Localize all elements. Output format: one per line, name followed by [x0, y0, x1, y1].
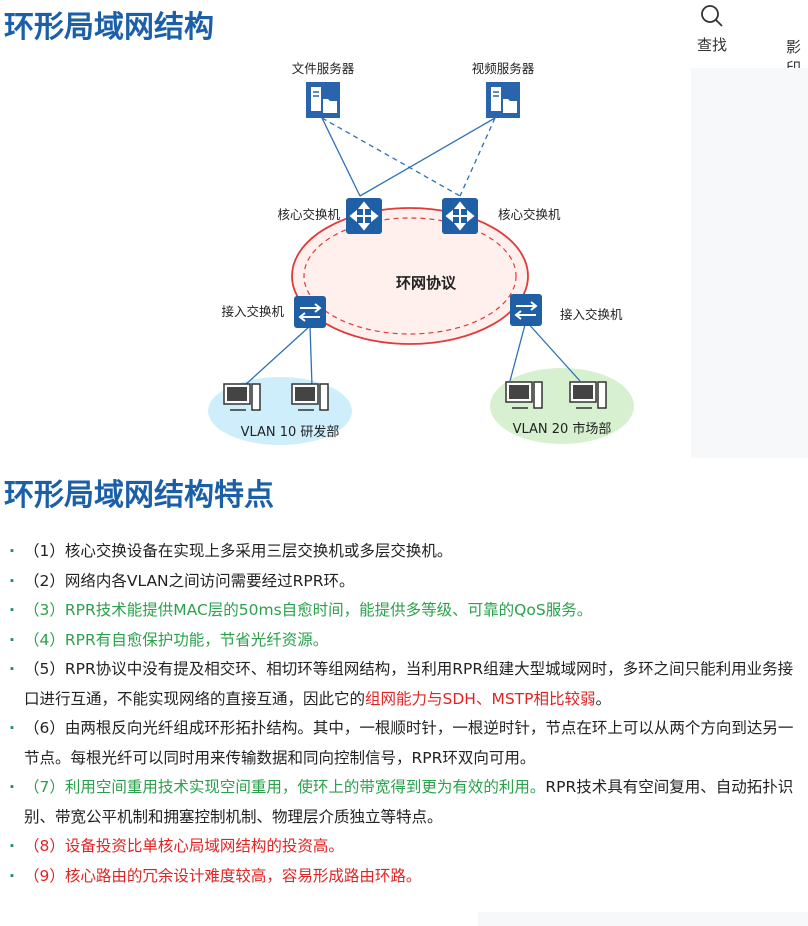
section-title: 环形局域网结构特点	[4, 478, 274, 513]
list-item: · （8）设备投资比单核心局域网结构的投资高。	[0, 832, 808, 862]
list-item: · （1）核心交换设备在实现上多采用三层交换机或多层交换机。	[0, 537, 808, 567]
list-item-text: （5）RPR协议中没有提及相交环、相切环等组网结构，当利用RPR组建大型城域网时…	[24, 660, 794, 708]
list-item: · （4）RPR有自愈保护功能，节省光纤资源。	[0, 626, 808, 656]
computer-icon	[505, 381, 543, 409]
ring-protocol-label: 环网协议	[396, 274, 457, 292]
ring-inner	[303, 217, 517, 335]
list-item-text: （4）RPR有自愈保护功能，节省光纤资源。	[24, 630, 329, 649]
search-button[interactable]: 查找	[697, 4, 727, 55]
page-title: 环形局域网结构	[4, 10, 214, 45]
bullet-icon: ·	[9, 571, 15, 590]
computer-icon	[223, 383, 261, 411]
core-switch-left-icon	[346, 198, 382, 234]
bullet-icon: ·	[9, 778, 15, 796]
search-icon	[701, 5, 723, 27]
core-switch-left-label: 核心交换机	[277, 207, 340, 222]
ring-topology-diagram: 文件服务器 视频服务器 核心交换机 核心交换机 环网协议 接入交换机 接入交换机…	[208, 61, 634, 445]
access-switch-left-label: 接入交换机	[221, 304, 284, 319]
bullet-icon: ·	[9, 630, 15, 649]
feature-list: · （1）核心交换设备在实现上多采用三层交换机或多层交换机。 · （2）网络内各VLA…	[0, 537, 808, 891]
list-item-text: 组网能力与SDH、MSTP相比较弱	[365, 689, 596, 708]
list-item: · （7）利用空间重用技术实现空间重用，使环上的带宽得到更为有效的利用。RPR技术…	[0, 773, 808, 832]
computer-icon	[569, 381, 607, 409]
video-server-icon	[486, 82, 520, 118]
core-switch-right-label: 核心交换机	[498, 207, 561, 222]
list-item-text: （7）利用空间重用技术实现空间重用，使环上的带宽得到更为有效的利用。	[24, 778, 546, 796]
list-item-text: （6）由两根反向光纤组成环形拓扑结构。其中，一根顺时针，一根逆时针，节点在环上可…	[24, 719, 794, 767]
core-switch-right-icon	[442, 198, 478, 234]
side-panel	[691, 68, 808, 458]
list-item-text: （8）设备投资比单核心局域网结构的投资高。	[24, 837, 344, 855]
bullet-icon: ·	[9, 542, 15, 560]
list-item-text: （2）网络内各VLAN之间访问需要经过RPR环。	[24, 571, 355, 590]
access-switch-right-icon	[510, 294, 542, 326]
bullet-icon: ·	[9, 660, 15, 678]
list-item: · （9）核心路由的冗余设计难度较高，容易形成路由环路。	[0, 862, 808, 892]
list-item: · （3）RPR技术能提供MAC层的50ms自愈时间，能提供多等级、可靠的QoS服…	[0, 596, 808, 626]
list-item: · （6）由两根反向光纤组成环形拓扑结构。其中，一根顺时针，一根逆时针，节点在环上…	[0, 714, 808, 773]
list-item-text: （3）RPR技术能提供MAC层的50ms自愈时间，能提供多等级、可靠的QoS服务…	[24, 601, 593, 619]
bullet-icon: ·	[9, 719, 15, 737]
list-item-text: （1）核心交换设备在实现上多采用三层交换机或多层交换机。	[24, 542, 453, 560]
access-switch-left-icon	[294, 296, 326, 328]
vlan-right-label: VLAN 20 市场部	[513, 421, 612, 437]
list-item-text: RPR技术具有空间复用、自动拓扑识别、带宽公平机制和拥塞控制机制、物理层介质独立…	[24, 778, 794, 826]
bullet-icon: ·	[9, 866, 15, 885]
computer-icon	[291, 383, 329, 411]
search-label: 查找	[697, 36, 728, 54]
list-item-text: （9）核心路由的冗余设计难度较高，容易形成路由环路。	[24, 866, 422, 885]
video-server-label: 视频服务器	[472, 61, 535, 76]
ring-outer	[291, 207, 529, 345]
list-item: · （2）网络内各VLAN之间访问需要经过RPR环。	[0, 567, 808, 597]
bullet-icon: ·	[9, 601, 15, 619]
file-server-icon	[306, 82, 340, 118]
bullet-icon: ·	[9, 837, 15, 855]
file-server-label: 文件服务器	[292, 61, 355, 76]
footer-band	[478, 912, 808, 926]
vlan-left-label: VLAN 10 研发部	[241, 424, 340, 440]
access-switch-right-label: 接入交换机	[560, 307, 623, 322]
list-item-text: 。	[595, 689, 611, 708]
list-item: · （5）RPR协议中没有提及相交环、相切环等组网结构，当利用RPR组建大型城域网…	[0, 655, 808, 714]
